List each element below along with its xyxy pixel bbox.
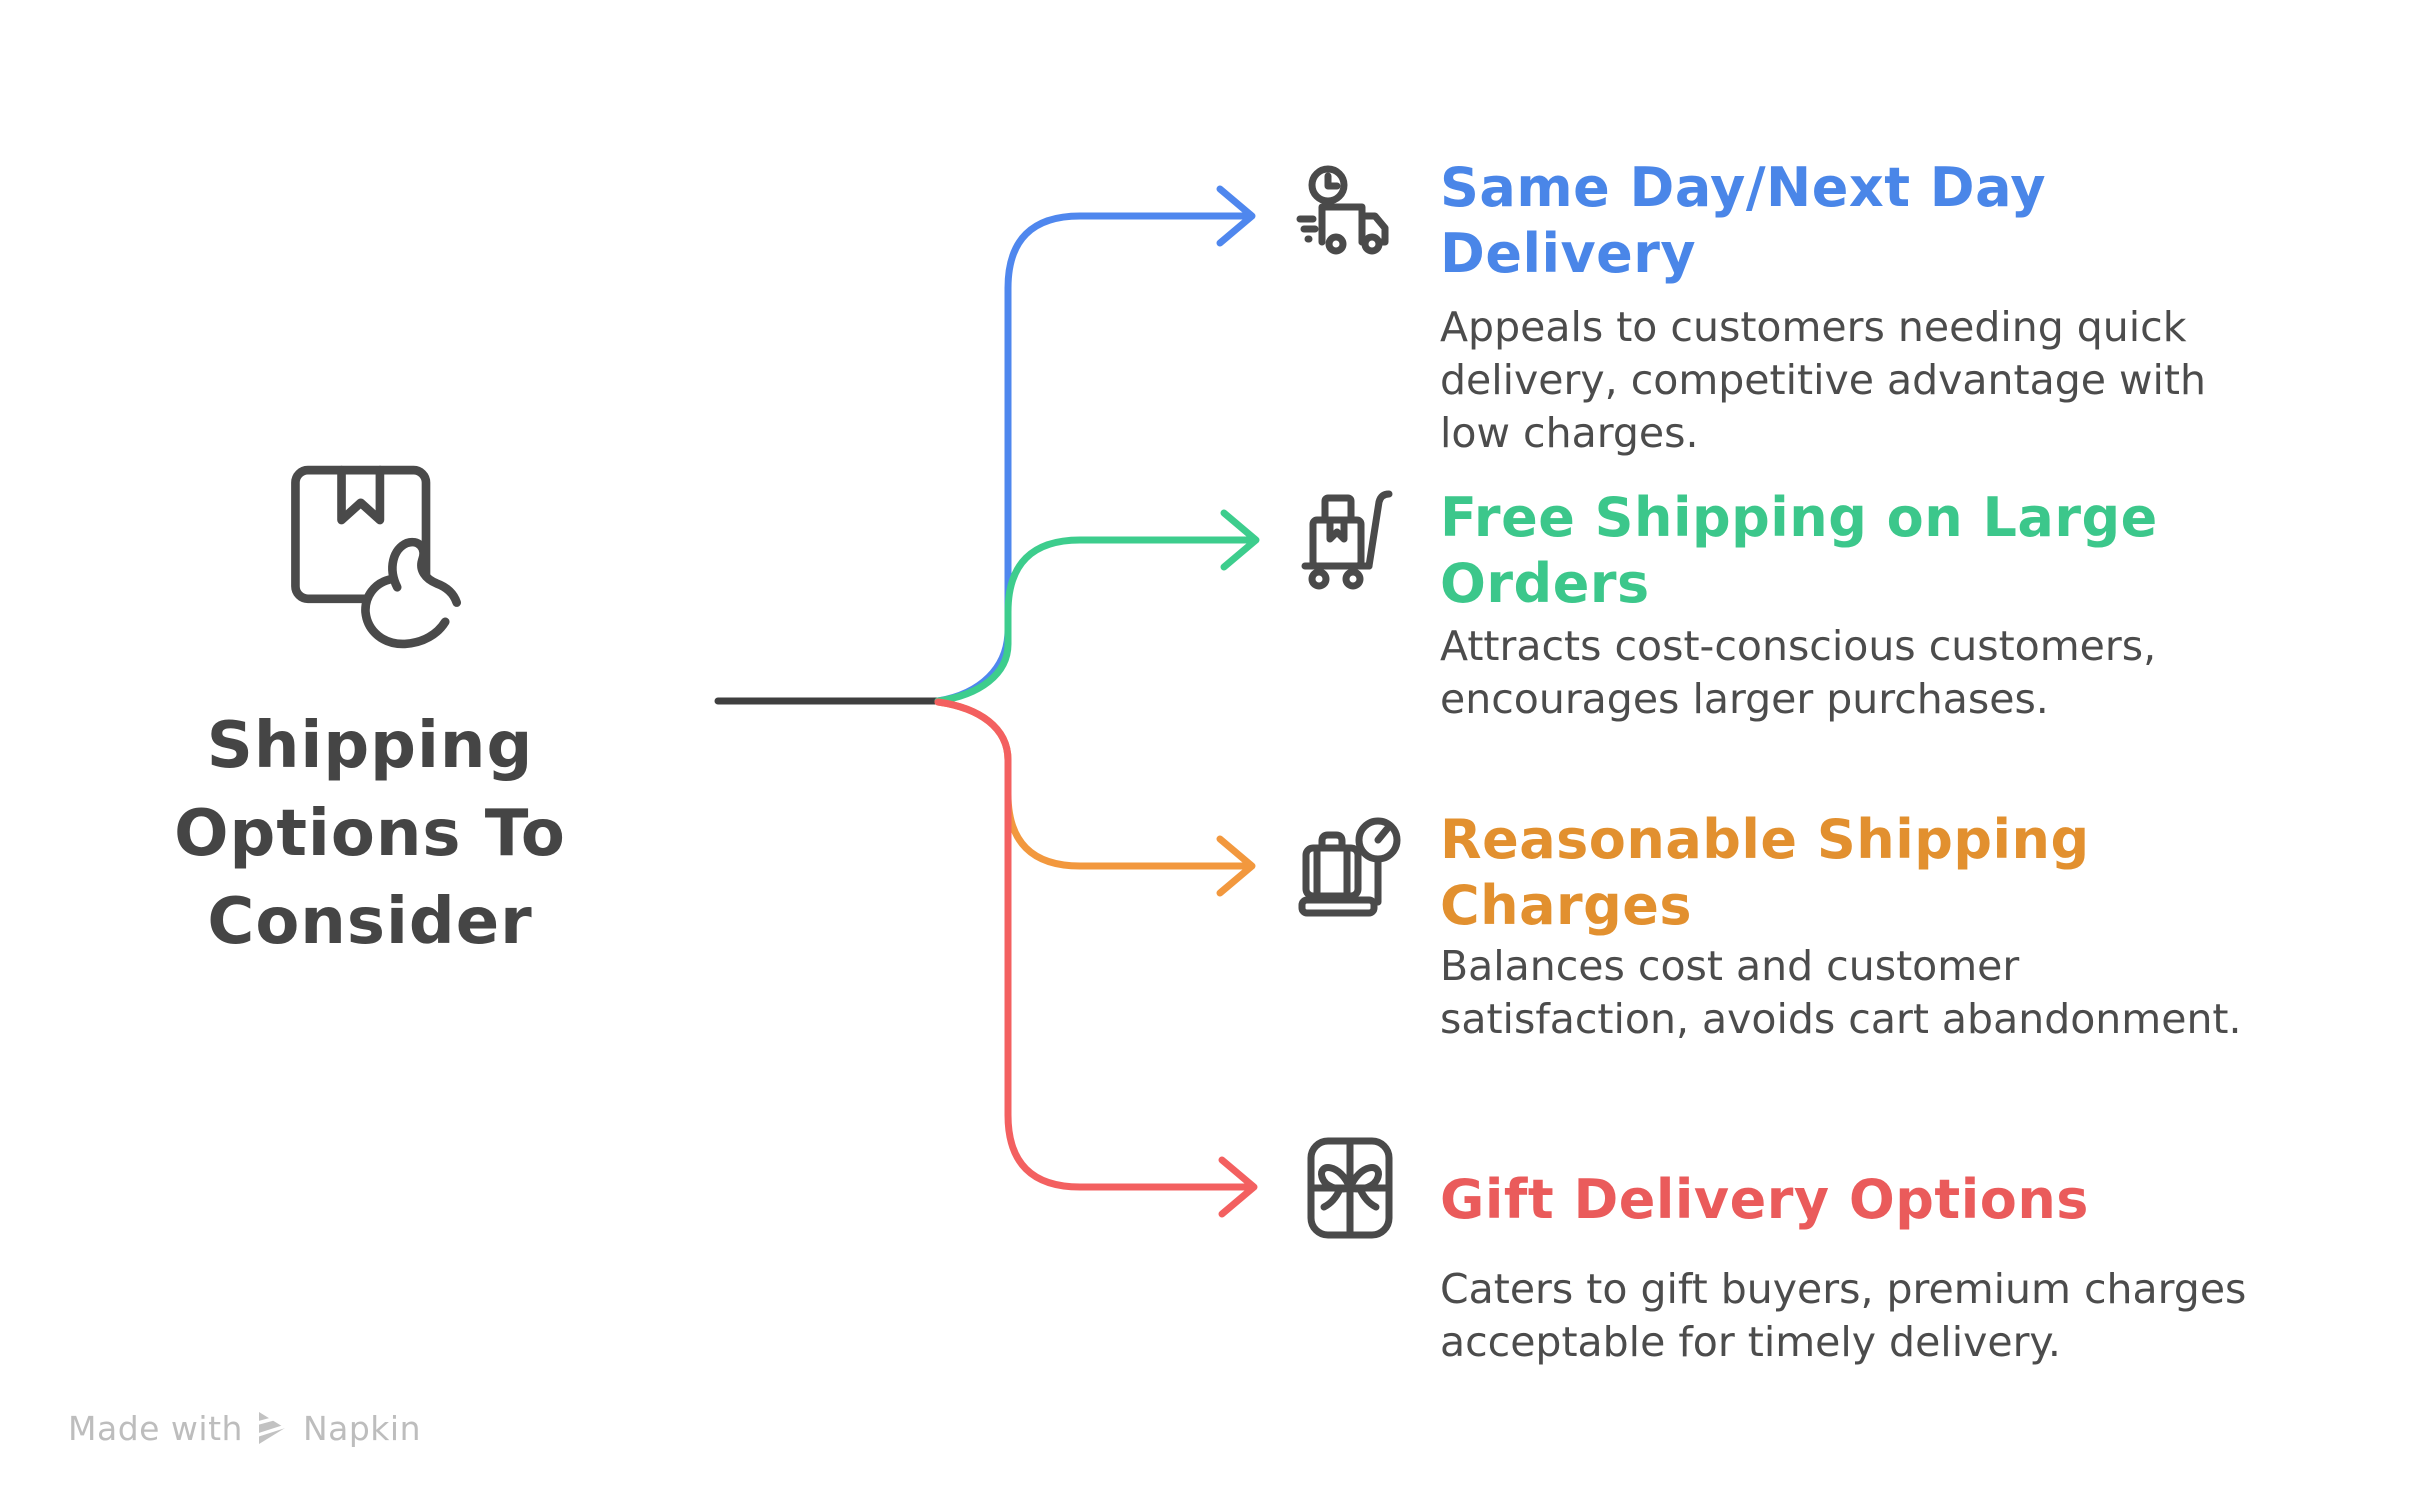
diagram-title: Shipping Options To Consider (174, 709, 566, 959)
hand-fist (361, 575, 450, 649)
node-heading: Same Day/Next Day Delivery (1440, 156, 2047, 285)
fast-delivery-truck-icon (1296, 165, 1389, 255)
branch-line-reasonable-charges (934, 698, 1256, 897)
hand-mask (362, 536, 463, 651)
arrowhead-icon (1216, 185, 1256, 247)
napkin-logo-icon (257, 1412, 287, 1444)
node-description: Caters to gift buyers, premium charges a… (1440, 1265, 2247, 1366)
made-with-label: Made with (68, 1408, 243, 1448)
gift-box-icon (1307, 1137, 1393, 1239)
node-description: Attracts cost-conscious customers, encou… (1440, 622, 2157, 723)
node-description: Appeals to customers needing quick deliv… (1440, 303, 2206, 457)
node-heading: Free Shipping on Large Orders (1440, 486, 2158, 615)
arrowhead-icon (1216, 835, 1256, 897)
node-description: Balances cost and customer satisfaction,… (1440, 942, 2242, 1043)
hand-thumb (388, 537, 462, 607)
package-hand-icon (291, 465, 463, 651)
branch-line-gift-delivery (934, 698, 1258, 1218)
made-with-napkin-footer: Made with Napkin (68, 1404, 421, 1452)
brand-label: Napkin (302, 1408, 422, 1448)
arrowhead-icon (1220, 509, 1260, 571)
node-heading: Reasonable Shipping Charges (1440, 808, 2090, 937)
hand-truck-icon (1301, 490, 1393, 590)
branch-line-free-shipping (934, 509, 1260, 705)
branch-line-same-day (934, 185, 1256, 705)
luggage-scale-icon (1298, 817, 1401, 917)
arrowhead-icon (1218, 1156, 1258, 1218)
node-heading: Gift Delivery Options (1440, 1168, 2089, 1231)
